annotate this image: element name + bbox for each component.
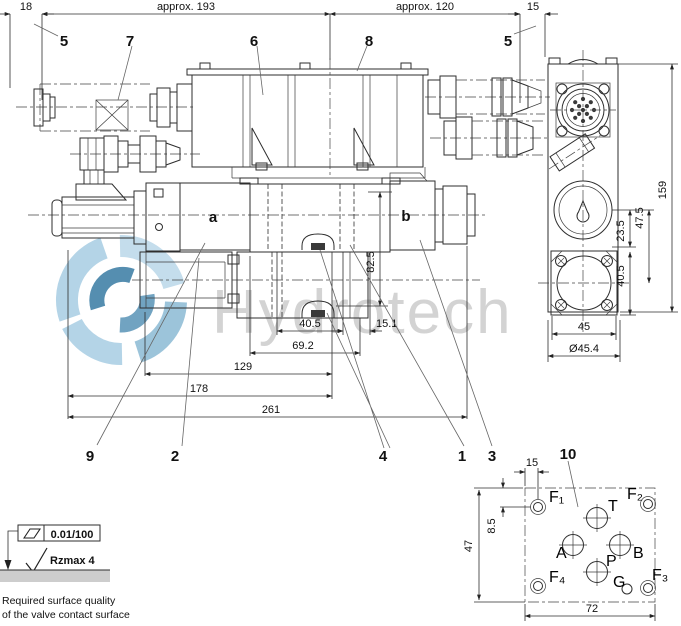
callout-3: 3 <box>488 448 496 465</box>
port-P: P <box>583 553 617 586</box>
surface-caption-line1: Required surface quality <box>2 595 116 607</box>
bottom-flange <box>550 250 618 316</box>
callout-9: 9 <box>86 448 94 465</box>
mounting-face-outline <box>524 487 656 603</box>
flatness-frame <box>17 524 101 542</box>
pilot-valve-section <box>186 58 429 179</box>
port-F1: F₁ <box>530 489 564 515</box>
port-F4: F₄ <box>530 569 565 594</box>
svg-text:F₄: F₄ <box>549 569 565 586</box>
end-knob <box>51 199 63 237</box>
callout-4: 4 <box>379 448 388 465</box>
dim-18: 18 <box>20 1 32 13</box>
right-cable-connectors <box>425 75 550 160</box>
flatness-icon <box>22 528 42 539</box>
callout-1: 1 <box>458 448 466 465</box>
dim-15-plate: 15 <box>526 457 538 469</box>
dim-15-1: 15.1 <box>376 318 397 330</box>
surface-quality-note: 0.01/100 Rzmax 4 Required surface qualit… <box>0 524 130 621</box>
lower-bracket-and-body <box>132 251 480 319</box>
svg-text:F₁: F₁ <box>549 489 564 506</box>
svg-text:G: G <box>613 574 625 591</box>
solenoid-b-body <box>389 180 436 251</box>
dim-approx-120: approx. 120 <box>396 1 454 13</box>
lower-left-connector-assembly <box>70 135 200 201</box>
dim-15-top: 15 <box>527 1 539 13</box>
hydrotech-logo-icon <box>55 235 187 365</box>
side-dimensions: 159 47.5 23.5 40.5 45 Ø45.4 <box>547 63 678 362</box>
roughness-icon <box>25 547 48 574</box>
callouts: 5 7 6 8 5 9 2 4 1 3 10 <box>33 23 579 508</box>
surface-caption-line2: of the valve contact surface <box>2 609 130 621</box>
side-view <box>538 50 630 332</box>
dim-72: 72 <box>586 603 598 615</box>
callout-6: 6 <box>250 33 258 50</box>
solenoid-a-cap <box>61 196 135 239</box>
port-F3: F₃ <box>640 567 668 596</box>
dim-8-5: 8.5 <box>486 518 498 533</box>
svg-text:F₃: F₃ <box>652 567 668 584</box>
callout-7: 7 <box>126 33 134 50</box>
pilot-box <box>191 74 424 168</box>
solenoid-a-label: a <box>209 209 218 226</box>
svg-text:B: B <box>633 545 644 562</box>
surface-bar <box>0 570 110 582</box>
dim-approx-193: approx. 193 <box>157 1 215 13</box>
callout-10: 10 <box>560 446 577 463</box>
dim-129: 129 <box>234 361 252 373</box>
top-dimensions: 18 approx. 193 approx. 120 15 <box>0 1 558 103</box>
watermark: Hydrotech <box>55 235 513 365</box>
callout-2: 2 <box>171 448 179 465</box>
mounting-bolt-upper <box>311 243 325 250</box>
svg-text:P: P <box>606 553 617 570</box>
down-arrow-icon <box>4 560 12 570</box>
svg-text:T: T <box>608 498 618 515</box>
port-G: G <box>613 574 633 595</box>
callout-5-left: 5 <box>60 33 68 50</box>
svg-text:F₂: F₂ <box>627 486 643 503</box>
callout-5-right: 5 <box>504 33 512 50</box>
dim-dia-45-4: Ø45.4 <box>569 343 599 355</box>
left-cable-connector-assembly <box>16 83 196 132</box>
mounting-bolt-lower <box>311 310 325 317</box>
dim-40-5-side: 40.5 <box>615 265 627 286</box>
dim-23-5: 23.5 <box>615 220 627 241</box>
svg-text:A: A <box>556 545 567 562</box>
port-F2: F₂ <box>627 486 656 512</box>
solenoid-b-label: b <box>401 208 410 225</box>
dim-261: 261 <box>262 404 280 416</box>
manual-override-lever <box>549 133 596 172</box>
dim-47: 47 <box>463 540 475 552</box>
front-dimensions: 82.5 40.5 15.1 69.2 129 178 261 <box>67 191 468 419</box>
callout-8: 8 <box>365 33 373 50</box>
port-pattern-view: 15 8.5 47 72 F₁ T F₂ A B P <box>463 457 668 621</box>
port-B: B <box>606 531 644 562</box>
port-T: T <box>583 498 618 532</box>
roughness-value: Rzmax 4 <box>50 555 96 567</box>
dim-159: 159 <box>657 181 669 199</box>
dim-40-5-front: 40.5 <box>299 318 320 330</box>
crossed-box-symbol <box>95 99 129 131</box>
dim-82-5: 82.5 <box>365 251 377 272</box>
dim-178: 178 <box>190 383 208 395</box>
dim-45: 45 <box>578 321 590 333</box>
valve-body <box>249 183 391 253</box>
watermark-text: Hydrotech <box>212 278 513 347</box>
flatness-value: 0.01/100 <box>51 529 94 541</box>
dim-47-5: 47.5 <box>634 207 646 228</box>
dim-69-2: 69.2 <box>292 340 313 352</box>
main-valve-front-view: a b <box>28 172 487 253</box>
port-A: A <box>556 531 587 562</box>
